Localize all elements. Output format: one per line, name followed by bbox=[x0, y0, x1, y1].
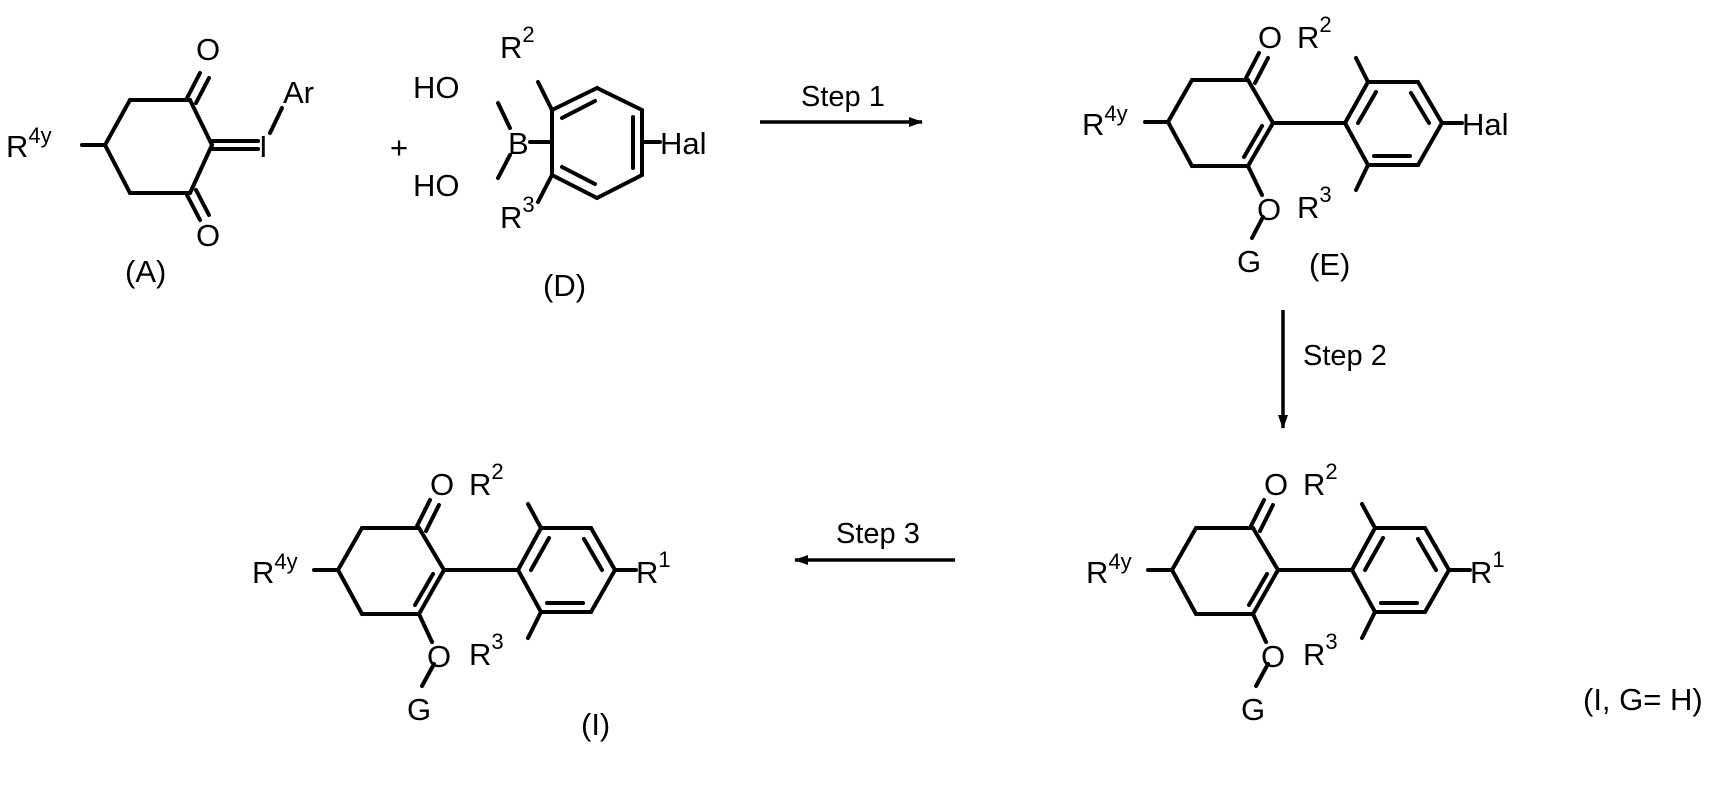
compound-d-hydroxyl-bottom: HO bbox=[413, 168, 460, 203]
compound-i-g-h-r1: R1 bbox=[1470, 547, 1505, 590]
compound-i-g-h-oxygen-enol: O bbox=[1261, 639, 1285, 674]
compound-d-r3: R3 bbox=[500, 192, 535, 235]
compound-i-label: (I) bbox=[581, 707, 610, 742]
compound-i: O O G R4y R1 R2 R3 (I) bbox=[252, 459, 671, 742]
compound-i-r4y: R4y bbox=[252, 549, 298, 590]
compound-e-label: (E) bbox=[1309, 247, 1350, 282]
compound-i-r1: R1 bbox=[636, 547, 671, 590]
compound-i-g-h-r2: R2 bbox=[1303, 459, 1338, 502]
compound-a: O O I Ar R4y (A) bbox=[6, 32, 314, 289]
step3-label: Step 3 bbox=[836, 518, 920, 550]
compound-a-bonds bbox=[82, 73, 282, 220]
compound-e: O O G R4y Hal R2 R3 (E) bbox=[1082, 12, 1509, 282]
compound-d-halogen: Hal bbox=[660, 126, 707, 161]
compound-e-group: G bbox=[1237, 244, 1261, 279]
compound-i-r3: R3 bbox=[469, 629, 504, 672]
compound-e-oxygen-enol: O bbox=[1257, 192, 1281, 227]
compound-a-oxygen-top: O bbox=[196, 32, 220, 67]
compound-a-iodine: I bbox=[259, 129, 268, 164]
compound-d-label: (D) bbox=[543, 268, 586, 303]
compound-a-label: (A) bbox=[125, 254, 166, 289]
compound-e-r2: R2 bbox=[1297, 12, 1332, 55]
step2-label: Step 2 bbox=[1303, 340, 1387, 372]
compound-d-r2: R2 bbox=[500, 22, 535, 65]
compound-i-g-h-r3: R3 bbox=[1303, 629, 1338, 672]
compound-i-g-h-label: (I, G= H) bbox=[1583, 682, 1703, 717]
compound-e-oxygen-top: O bbox=[1258, 20, 1282, 55]
compound-i-g-h-group: G bbox=[1241, 692, 1265, 727]
compound-i-r2: R2 bbox=[469, 459, 504, 502]
step1-label: Step 1 bbox=[801, 81, 885, 113]
compound-e-halogen: Hal bbox=[1462, 107, 1509, 142]
compound-i-g-h-r4y: R4y bbox=[1086, 549, 1132, 590]
compound-i-g-h: O O G R4y R1 R2 R3 (I, G= H) bbox=[1086, 459, 1703, 727]
compound-d-boron: B bbox=[508, 126, 529, 161]
compound-a-aryl: Ar bbox=[283, 75, 314, 110]
compound-e-r3: R3 bbox=[1297, 182, 1332, 225]
compound-d: HO HO B Hal R2 R3 (D) bbox=[413, 22, 707, 303]
compound-a-oxygen-bottom: O bbox=[196, 218, 220, 253]
compound-i-group: G bbox=[407, 692, 431, 727]
compound-i-oxygen-enol: O bbox=[427, 639, 451, 674]
compound-d-hydroxyl-top: HO bbox=[413, 70, 460, 105]
compound-i-oxygen-top: O bbox=[430, 467, 454, 502]
plus-sign: + bbox=[390, 130, 408, 165]
compound-a-r4y: R4y bbox=[6, 123, 52, 164]
compound-i-g-h-oxygen-top: O bbox=[1264, 467, 1288, 502]
compound-e-r4y: R4y bbox=[1082, 101, 1128, 142]
